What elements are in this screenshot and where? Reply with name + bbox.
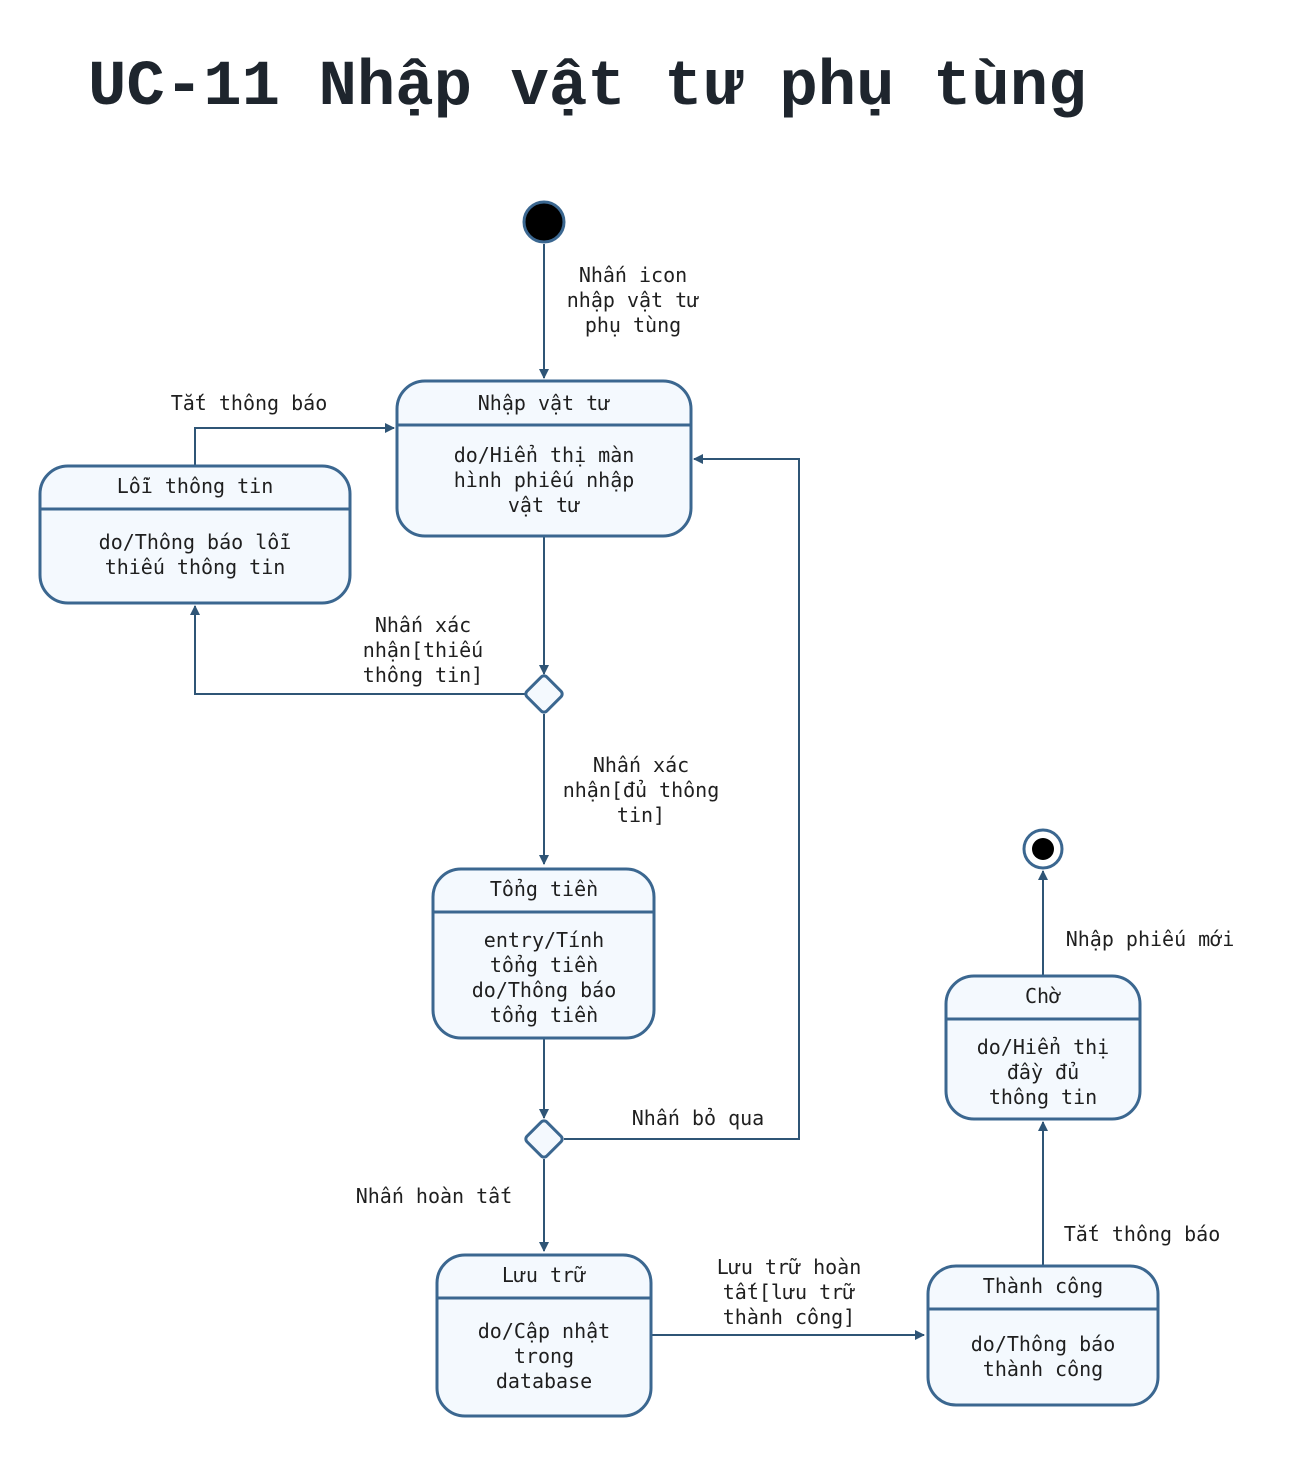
- final-node-dot: [1032, 838, 1054, 860]
- state-nhap-vat-tu-name: Nhập vật tư: [478, 391, 610, 415]
- label-cho-to-end: Nhập phiếu mới: [1066, 927, 1235, 951]
- edge-loi-thong-tin-to-nhap-vat-tu: [194, 423, 395, 466]
- state-tong-tien-activity-4: tổng tiền: [490, 1003, 598, 1027]
- state-cho-activity-3: thông tin: [989, 1085, 1097, 1109]
- state-tong-tien-activity-1: entry/Tính: [484, 928, 604, 952]
- state-cho-box: [944, 974, 1142, 1121]
- label-decision-to-tong: Nhấn xác nhận[đủ thông tin]: [563, 753, 720, 827]
- state-loi-thong-tin-name: Lỗi thông tin: [117, 474, 274, 498]
- label-decision-to-loi-line-1: Nhấn xác: [375, 613, 471, 637]
- state-luu-tru-activity-2: trong: [514, 1344, 574, 1368]
- label-decision-to-loi-line-2: nhận[thiếu: [363, 638, 483, 662]
- edge-decision-to-loi-thong-tin: [190, 605, 525, 695]
- state-cho-activity-1: do/Hiển thị: [977, 1035, 1109, 1059]
- label-luu-to-thanh-cong-line-1: Lưu trữ hoàn: [717, 1255, 862, 1279]
- label-bo-qua: Nhấn bỏ qua: [632, 1106, 764, 1130]
- label-luu-to-thanh-cong-line-3: thành công]: [723, 1305, 855, 1329]
- final-node: [1022, 828, 1064, 870]
- state-nhap-vat-tu-activity-2: hình phiếu nhập: [454, 468, 635, 492]
- transitions: [190, 244, 1048, 1340]
- label-start-to-nhap-line-1: Nhấn icon: [579, 263, 687, 287]
- state-loi-thong-tin: Lỗi thông tin do/Thông báo lỗi thiếu thô…: [38, 464, 352, 605]
- state-thanh-cong-box: [926, 1264, 1160, 1407]
- decision-node-validate: [524, 674, 564, 714]
- label-decision-to-loi: Nhấn xác nhận[thiếu thông tin]: [363, 613, 483, 687]
- label-decision-to-tong-line-1: Nhấn xác: [593, 753, 689, 777]
- state-tong-tien: Tổng tiền entry/Tính tổng tiền do/Thông …: [431, 867, 656, 1040]
- label-hoan-tat: Nhấn hoàn tất: [356, 1184, 513, 1208]
- label-start-to-nhap-line-3: phụ tùng: [585, 313, 681, 337]
- state-loi-thong-tin-activity-2: thiếu thông tin: [105, 555, 286, 579]
- state-thanh-cong: Thành công do/Thông báo thành công: [926, 1264, 1160, 1407]
- label-luu-to-thanh-cong-line-2: tất[lưu trữ: [723, 1280, 855, 1304]
- page-title: UC-11 Nhập vật tư phụ tùng: [88, 52, 1087, 124]
- state-tong-tien-activity-2: tổng tiền: [490, 953, 598, 977]
- initial-node: [522, 200, 566, 244]
- state-loi-thong-tin-box: [38, 464, 352, 605]
- state-cho: Chờ do/Hiển thị đầy đủ thông tin: [944, 974, 1142, 1121]
- state-nhap-vat-tu-activity-3: vật tư: [508, 493, 580, 517]
- label-start-to-nhap: Nhấn icon nhập vật tư phụ tùng: [567, 263, 699, 337]
- state-thanh-cong-name: Thành công: [983, 1274, 1103, 1298]
- label-decision-to-tong-line-2: nhận[đủ thông: [563, 778, 720, 802]
- state-nhap-vat-tu-activity-1: do/Hiển thị màn: [454, 443, 635, 467]
- state-tong-tien-name: Tổng tiền: [490, 877, 598, 901]
- edge-decision-bo-qua-to-nhap-vat-tu: [564, 454, 800, 1140]
- state-thanh-cong-activity-1: do/Thông báo: [971, 1332, 1116, 1356]
- state-luu-tru-name: Lưu trữ: [502, 1263, 586, 1287]
- label-decision-to-tong-line-3: tin]: [617, 803, 665, 827]
- state-cho-activity-2: đầy đủ: [1007, 1060, 1079, 1084]
- state-tong-tien-activity-3: do/Thông báo: [472, 978, 617, 1002]
- state-luu-tru-box: [435, 1253, 653, 1418]
- state-luu-tru-activity-1: do/Cập nhật: [478, 1319, 610, 1343]
- label-loi-to-nhap: Tắt thông báo: [171, 391, 328, 415]
- label-thanh-cong-to-cho: Tắt thông báo: [1064, 1222, 1221, 1246]
- label-luu-to-thanh-cong: Lưu trữ hoàn tất[lưu trữ thành công]: [717, 1255, 862, 1329]
- state-nhap-vat-tu: Nhập vật tư do/Hiển thị màn hình phiếu n…: [395, 379, 693, 538]
- state-luu-tru-activity-3: database: [496, 1369, 592, 1393]
- label-start-to-nhap-line-2: nhập vật tư: [567, 288, 699, 312]
- label-decision-to-loi-line-3: thông tin]: [363, 663, 483, 687]
- state-thanh-cong-activity-2: thành công: [983, 1357, 1103, 1381]
- state-luu-tru: Lưu trữ do/Cập nhật trong database: [435, 1253, 653, 1418]
- state-loi-thong-tin-activity-1: do/Thông báo lỗi: [99, 530, 292, 554]
- state-nhap-vat-tu-box: [395, 379, 693, 538]
- decision-node-confirm: [524, 1119, 564, 1159]
- state-cho-name: Chờ: [1025, 984, 1061, 1008]
